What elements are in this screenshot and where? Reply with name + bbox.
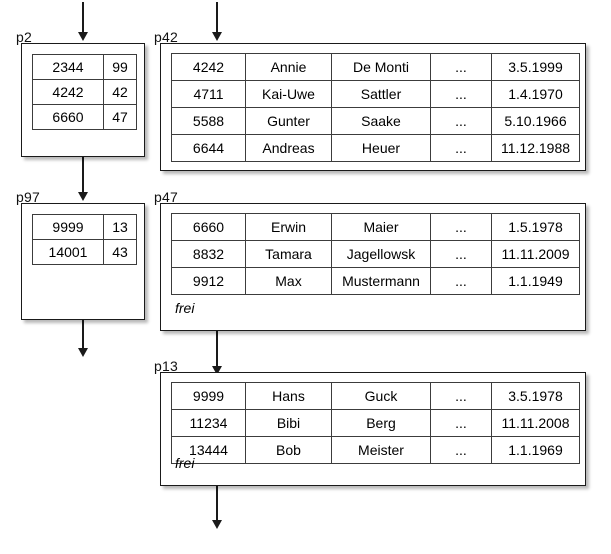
node-label-p2: p2: [16, 29, 32, 45]
free-space-label-p47: frei: [175, 300, 195, 316]
cell-id: 5588: [171, 107, 246, 135]
table-row[interactable]: 6660 47: [32, 104, 137, 130]
cell-id: 4242: [171, 53, 246, 81]
cell-more: ...: [430, 213, 492, 241]
cell-more: ...: [430, 436, 492, 464]
cell-first-name: Kai-Uwe: [245, 80, 332, 108]
cell-first-name: Max: [245, 267, 332, 295]
table-row[interactable]: 2344 99: [32, 54, 137, 80]
data-table-p42: 4242 Annie De Monti ... 3.5.1999 4711 Ka…: [171, 53, 580, 162]
index-node-p2[interactable]: 2344 99 4242 42 6660 47: [21, 43, 145, 157]
table-row[interactable]: 6660 Erwin Maier ... 1.5.1978: [171, 213, 580, 241]
index-pointer: 47: [103, 104, 137, 130]
cell-more: ...: [430, 267, 492, 295]
node-label-p42: p42: [154, 29, 178, 45]
cell-id: 13444: [171, 436, 246, 464]
cell-date: 1.1.1969: [491, 436, 580, 464]
cell-date: 1.4.1970: [491, 80, 580, 108]
cell-more: ...: [430, 107, 492, 135]
table-row[interactable]: 13444 Bob Meister ... 1.1.1969: [171, 436, 580, 464]
cell-id: 6644: [171, 134, 246, 162]
cell-more: ...: [430, 53, 492, 81]
table-row[interactable]: 14001 43: [32, 239, 137, 265]
cell-date: 1.5.1978: [491, 213, 580, 241]
index-key: 2344: [32, 54, 104, 80]
index-key: 4242: [32, 79, 104, 105]
cell-first-name: Bob: [245, 436, 332, 464]
index-pointer: 13: [103, 214, 137, 240]
cell-id: 9912: [171, 267, 246, 295]
cell-last-name: Mustermann: [331, 267, 431, 295]
cell-last-name: Sattler: [331, 80, 431, 108]
cell-date: 1.1.1949: [491, 267, 580, 295]
data-node-p13[interactable]: 9999 Hans Guck ... 3.5.1978 11234 Bibi B…: [160, 372, 586, 486]
cell-more: ...: [430, 80, 492, 108]
data-node-p42[interactable]: 4242 Annie De Monti ... 3.5.1999 4711 Ka…: [160, 43, 586, 171]
cell-first-name: Andreas: [245, 134, 332, 162]
cell-id: 4711: [171, 80, 246, 108]
index-pointer: 42: [103, 79, 137, 105]
cell-last-name: Berg: [331, 409, 431, 437]
cell-more: ...: [430, 134, 492, 162]
index-node-p97[interactable]: 9999 13 14001 43: [21, 203, 145, 320]
cell-first-name: Gunter: [245, 107, 332, 135]
cell-last-name: Maier: [331, 213, 431, 241]
cell-date: 3.5.1978: [491, 382, 580, 410]
table-row[interactable]: 4711 Kai-Uwe Sattler ... 1.4.1970: [171, 80, 580, 108]
cell-last-name: Heuer: [331, 134, 431, 162]
cell-last-name: Jagellowsk: [331, 240, 431, 268]
index-key: 6660: [32, 104, 104, 130]
table-row[interactable]: 9999 13: [32, 214, 137, 240]
node-label-p47: p47: [154, 189, 178, 205]
cell-last-name: Saake: [331, 107, 431, 135]
cell-more: ...: [430, 240, 492, 268]
cell-first-name: Annie: [245, 53, 332, 81]
table-row[interactable]: 4242 42: [32, 79, 137, 105]
index-table-p97: 9999 13 14001 43: [32, 214, 137, 265]
index-key: 9999: [32, 214, 104, 240]
cell-id: 6660: [171, 213, 246, 241]
index-pointer: 43: [103, 239, 137, 265]
cell-first-name: Hans: [245, 382, 332, 410]
cell-first-name: Bibi: [245, 409, 332, 437]
data-table-p47: 6660 Erwin Maier ... 1.5.1978 8832 Tamar…: [171, 213, 580, 295]
cell-first-name: Tamara: [245, 240, 332, 268]
node-label-p13: p13: [154, 358, 178, 374]
cell-id: 8832: [171, 240, 246, 268]
cell-last-name: De Monti: [331, 53, 431, 81]
cell-date: 3.5.1999: [491, 53, 580, 81]
cell-more: ...: [430, 382, 492, 410]
table-row[interactable]: 4242 Annie De Monti ... 3.5.1999: [171, 53, 580, 81]
cell-date: 11.11.2008: [491, 409, 580, 437]
table-row[interactable]: 5588 Gunter Saake ... 5.10.1966: [171, 107, 580, 135]
cell-date: 11.11.2009: [491, 240, 580, 268]
table-row[interactable]: 9912 Max Mustermann ... 1.1.1949: [171, 267, 580, 295]
cell-id: 11234: [171, 409, 246, 437]
cell-id: 9999: [171, 382, 246, 410]
index-key: 14001: [32, 239, 104, 265]
free-space-label-p13: frei: [175, 455, 195, 471]
table-row[interactable]: 8832 Tamara Jagellowsk ... 11.11.2009: [171, 240, 580, 268]
table-row[interactable]: 11234 Bibi Berg ... 11.11.2008: [171, 409, 580, 437]
data-node-p47[interactable]: 6660 Erwin Maier ... 1.5.1978 8832 Tamar…: [160, 203, 586, 331]
table-row[interactable]: 6644 Andreas Heuer ... 11.12.1988: [171, 134, 580, 162]
table-row[interactable]: 9999 Hans Guck ... 3.5.1978: [171, 382, 580, 410]
node-label-p97: p97: [16, 189, 40, 205]
cell-last-name: Guck: [331, 382, 431, 410]
index-pointer: 99: [103, 54, 137, 80]
cell-date: 11.12.1988: [491, 134, 580, 162]
cell-more: ...: [430, 409, 492, 437]
cell-last-name: Meister: [331, 436, 431, 464]
cell-first-name: Erwin: [245, 213, 332, 241]
data-table-p13: 9999 Hans Guck ... 3.5.1978 11234 Bibi B…: [171, 382, 580, 464]
index-table-p2: 2344 99 4242 42 6660 47: [32, 54, 137, 130]
cell-date: 5.10.1966: [491, 107, 580, 135]
